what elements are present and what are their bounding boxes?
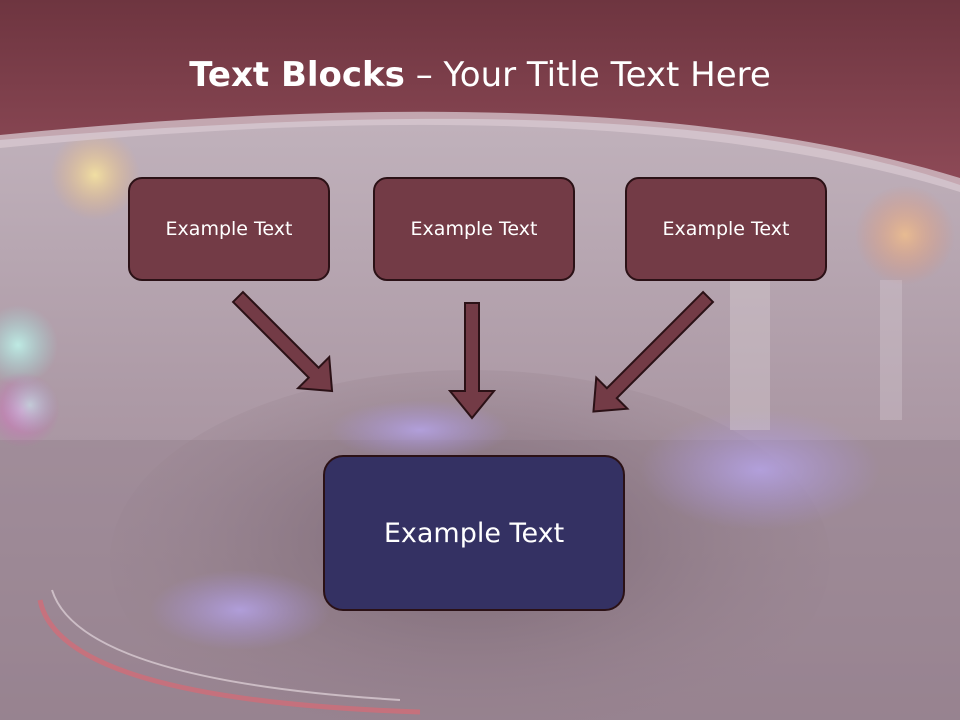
arrow-left-diagonal bbox=[231, 290, 334, 393]
title-dash: – bbox=[404, 55, 444, 95]
arrow-right-diagonal bbox=[592, 290, 715, 413]
slide-title: Text Blocks – Your Title Text Here bbox=[0, 52, 960, 98]
text-block-2-label: Example Text bbox=[410, 218, 538, 240]
target-text-block-label: Example Text bbox=[383, 517, 565, 549]
text-block-1[interactable]: Example Text bbox=[128, 177, 330, 281]
arrow-center-down bbox=[447, 302, 497, 420]
title-rest: Your Title Text Here bbox=[443, 55, 771, 95]
title-bold-part: Text Blocks bbox=[189, 55, 405, 95]
text-block-3[interactable]: Example Text bbox=[625, 177, 827, 281]
text-block-3-label: Example Text bbox=[662, 218, 790, 240]
text-block-1-label: Example Text bbox=[165, 218, 293, 240]
text-block-2[interactable]: Example Text bbox=[373, 177, 575, 281]
target-text-block[interactable]: Example Text bbox=[323, 455, 625, 611]
